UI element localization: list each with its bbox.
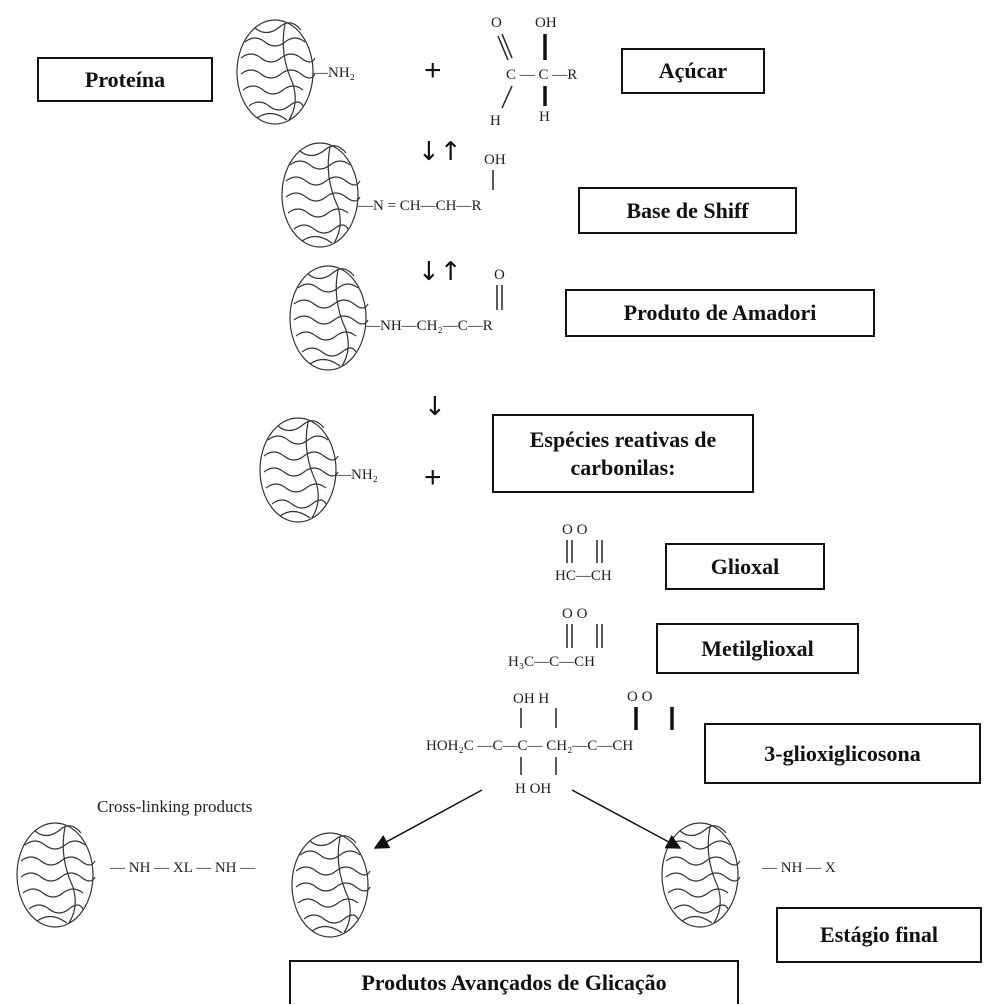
label-metilglioxal: Metilglioxal (656, 623, 859, 674)
metilglioxal-oxygens: O O (562, 606, 588, 622)
plus-sign-1: + (424, 54, 442, 87)
glioxal-oxygens: O O (562, 522, 588, 538)
protein-icon-1 (236, 19, 316, 125)
gg-bottom-groups: H OH (515, 781, 551, 797)
plus-sign-2: + (424, 461, 442, 494)
crosslink-chain: — NH — XL — NH — (109, 860, 256, 876)
final-chain: — NH — X (761, 860, 836, 876)
down-arrow: ↓ (424, 392, 446, 422)
protein-nh2: —NH₂ (312, 65, 355, 81)
label-base-shiff: Base de Shiff (578, 187, 797, 234)
metilglioxal-chain: H₃C—C—CH (508, 654, 595, 670)
sugar-oh: OH (535, 15, 557, 31)
gg-oxygens: O O (627, 689, 653, 705)
amadori-o: O (494, 267, 505, 283)
shiff-oh: OH (484, 152, 506, 168)
arrow-to-crosslink (373, 789, 483, 849)
amadori-chain: —NH—CH₂—C—R (364, 318, 493, 334)
label-3-glioxiglicosona: 3-glioxiglicosona (704, 723, 981, 784)
protein-icon-5 (16, 822, 96, 928)
label-glioxal: Glioxal (665, 543, 825, 590)
label-proteina: Proteína (37, 57, 213, 102)
arrow-to-final (571, 789, 682, 849)
protein-icon-7 (661, 822, 741, 928)
label-especies: Espécies reativas de carbonilas: (492, 414, 754, 493)
protein-icon-3 (289, 265, 369, 371)
protein-icon-6 (291, 832, 371, 938)
protein-nh2-released: —NH₂ (335, 467, 378, 483)
label-acucar: Açúcar (621, 48, 765, 94)
sugar-h2: H (539, 109, 550, 125)
sugar-h1: H (490, 113, 501, 129)
sugar-chain: C — C —R (506, 67, 577, 83)
gg-top-groups: OH H (513, 691, 549, 707)
label-amadori: Produto de Amadori (565, 289, 875, 337)
protein-icon-2 (281, 142, 361, 248)
label-produtos-avancados: Produtos Avançados de Glicação (289, 960, 739, 1004)
sugar-carbonyl-o: O (491, 15, 502, 31)
gg-chain: HOH₂C —C—C— CH₂—C—CH (426, 738, 633, 754)
protein-icon-4 (259, 417, 339, 523)
shiff-chain: —N = CH—CH—R (357, 198, 481, 214)
label-estagio-final: Estágio final (776, 907, 982, 963)
cross-linking-caption: Cross-linking products (97, 797, 252, 816)
equilibrium-arrow-1: ↓↑ (418, 137, 462, 167)
glioxal-chain: HC—CH (555, 568, 612, 584)
equilibrium-arrow-2: ↓↑ (418, 257, 462, 287)
